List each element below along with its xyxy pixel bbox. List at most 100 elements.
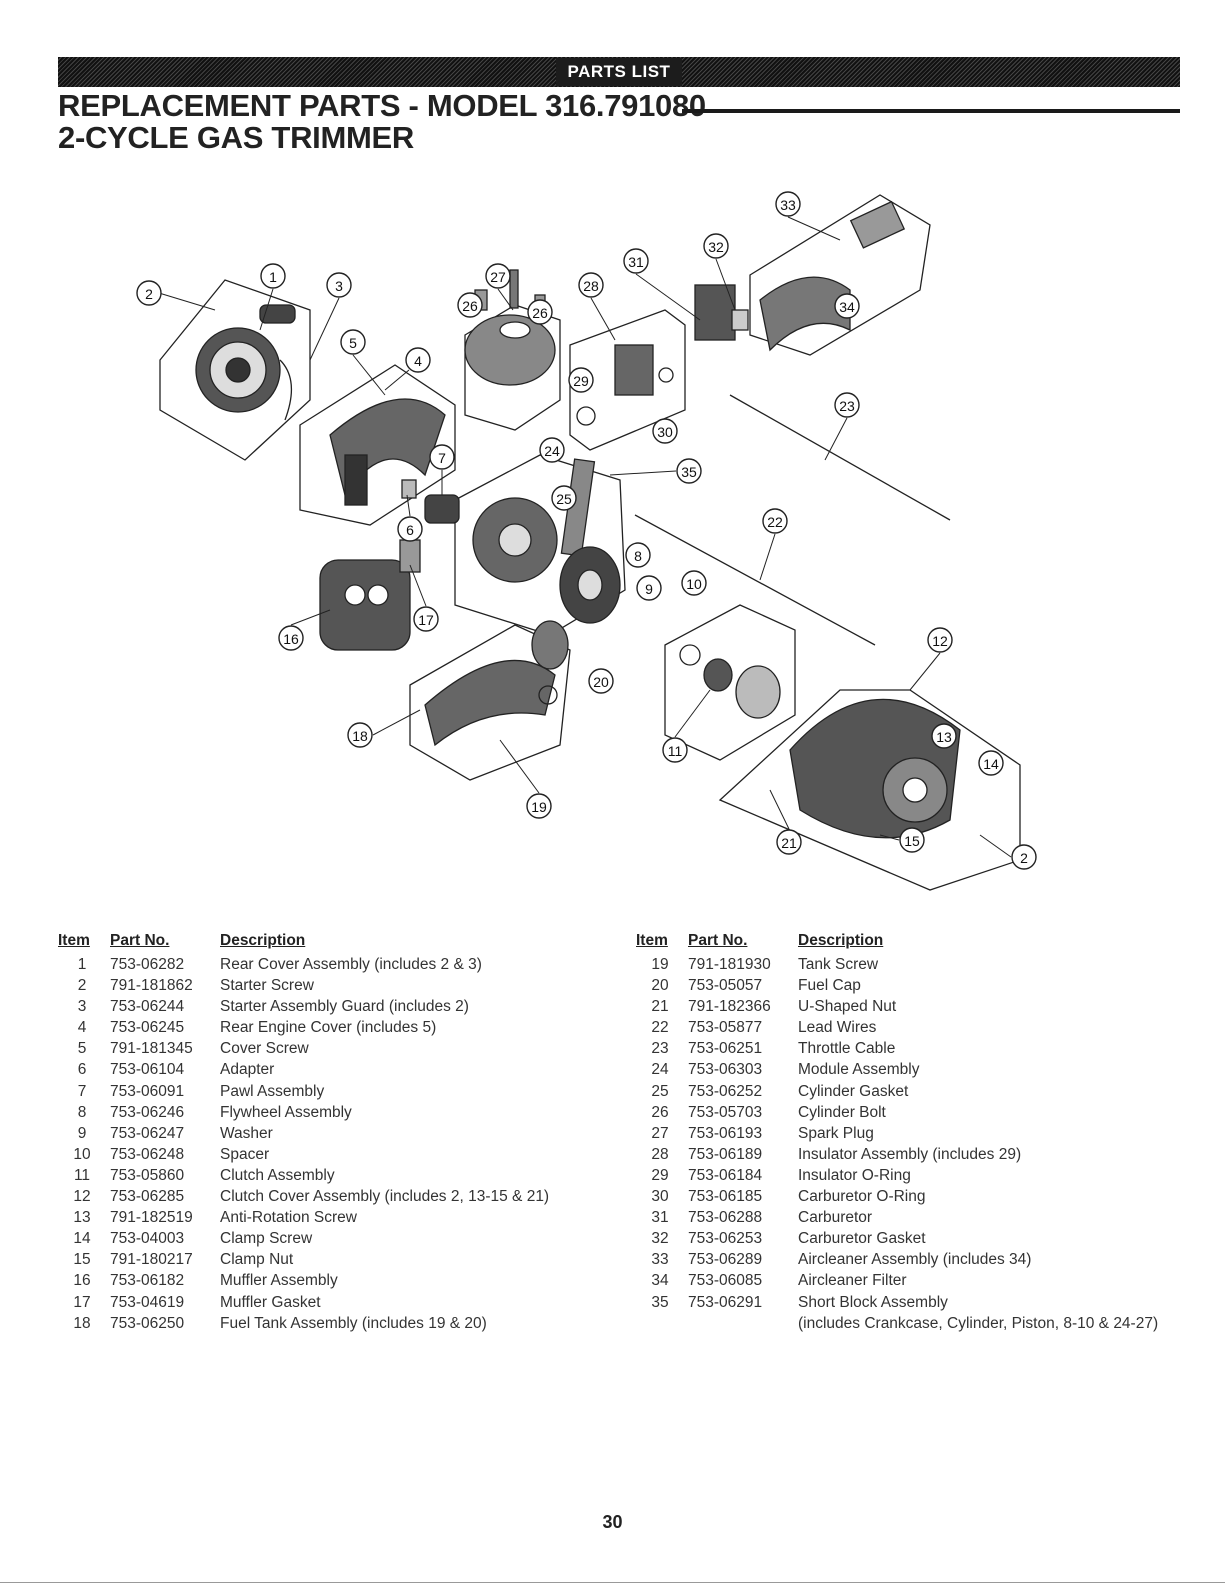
page-subtitle: 2-CYCLE GAS TRIMMER: [58, 120, 414, 155]
item-number: 33: [651, 1251, 669, 1269]
callout-25: 25: [551, 485, 577, 511]
callout-27: 27: [485, 263, 511, 289]
part-description: Washer: [220, 1124, 273, 1142]
callout-circle: [136, 280, 162, 306]
part-number: 753-06085: [688, 1272, 763, 1290]
table-header: Item Part No. Description: [636, 932, 1158, 954]
table-row: 22 753-05877 Lead Wires: [636, 1017, 1158, 1038]
item-number: 13: [73, 1209, 91, 1227]
callout-label: 34: [839, 299, 855, 315]
aircleaner-assembly-drawing: [749, 194, 931, 356]
callout-33: 33: [775, 191, 801, 217]
part-description: Pawl Assembly: [220, 1082, 325, 1100]
callout-29: 29: [568, 367, 594, 393]
callout-circle: [340, 329, 366, 355]
part-number: 753-05877: [688, 1019, 763, 1037]
part-description: Aircleaner Filter: [798, 1272, 907, 1290]
item-number: 24: [651, 1061, 669, 1079]
callout-circle: [278, 625, 304, 651]
part-description: Clamp Nut: [220, 1251, 294, 1269]
callout-24: 24: [539, 437, 565, 463]
table-row: 13 791-182519 Anti-Rotation Screw: [58, 1207, 549, 1228]
part-number: 753-06193: [688, 1124, 763, 1142]
callout-35: 35: [676, 458, 702, 484]
item-number: 11: [73, 1166, 91, 1184]
part-description: Spacer: [220, 1145, 270, 1163]
callout-circle: [429, 444, 455, 470]
part-number: [684, 1313, 798, 1334]
callout-circle: [485, 263, 511, 289]
part-description: Rear Engine Cover (includes 5): [220, 1019, 437, 1037]
insulator-assembly-drawing: [569, 309, 686, 451]
item-number: [636, 1313, 684, 1334]
callout-26: 26: [527, 299, 553, 325]
title-rule: [682, 109, 1180, 113]
callout-label: 20: [593, 674, 609, 690]
callout-9: 9: [636, 575, 662, 601]
part-description: Anti-Rotation Screw: [220, 1209, 357, 1227]
callout-10: 10: [681, 570, 707, 596]
callout-label: 5: [349, 335, 357, 351]
part-number: 753-06253: [688, 1230, 763, 1248]
item-number: 23: [651, 1040, 669, 1058]
part-description: Fuel Cap: [798, 977, 861, 995]
header-item: Item: [58, 932, 90, 949]
part-description: Lead Wires: [798, 1019, 877, 1037]
item-number: 1: [77, 956, 87, 973]
part-number: 753-06282: [110, 956, 185, 973]
callout-circle: [413, 606, 439, 632]
callout-circle: [1011, 844, 1037, 870]
part-number: 753-06185: [688, 1188, 763, 1206]
part-number: 753-06246: [110, 1103, 185, 1121]
part-number: 753-06244: [110, 998, 185, 1016]
item-number: 20: [651, 977, 669, 995]
fuel-tank-assembly-drawing: [409, 620, 571, 781]
section-banner: PARTS LIST: [58, 57, 1180, 87]
callout-circle: [899, 827, 925, 853]
item-number: 22: [651, 1019, 669, 1037]
callout-circle: [681, 570, 707, 596]
leader-lines: [158, 216, 1012, 858]
crankcase-drawing: [454, 454, 626, 636]
part-number: 753-06184: [688, 1166, 763, 1184]
footer-rule: [0, 1582, 1225, 1583]
callout-11: 11: [662, 737, 688, 763]
callout-label: 8: [634, 548, 642, 564]
callout-label: 18: [352, 728, 368, 744]
item-number: 8: [77, 1103, 87, 1121]
callout-8: 8: [625, 542, 651, 568]
callout-label: 2: [145, 286, 153, 302]
callout-circle: [662, 737, 688, 763]
callout-17: 17: [413, 606, 439, 632]
page-number: 30: [602, 1512, 623, 1532]
part-number: 791-182519: [110, 1209, 193, 1227]
item-number: 9: [77, 1124, 87, 1142]
callout-12: 12: [927, 627, 953, 653]
callout-circle: [978, 750, 1004, 776]
part-description: Spark Plug: [798, 1124, 874, 1142]
clutch-cover-assembly-drawing: [718, 689, 1021, 891]
flywheel-drawing: [559, 546, 621, 624]
item-number: 32: [651, 1230, 669, 1248]
callout-circle: [834, 293, 860, 319]
part-number: 753-06245: [110, 1019, 185, 1037]
callout-label: 22: [767, 514, 783, 530]
part-description: Clamp Screw: [220, 1230, 313, 1248]
exploded-parts-diagram: 1234567891011121314151617181920212223242…: [136, 191, 1037, 891]
part-number: 791-181930: [688, 956, 771, 973]
part-description: Carburetor Gasket: [798, 1230, 926, 1248]
